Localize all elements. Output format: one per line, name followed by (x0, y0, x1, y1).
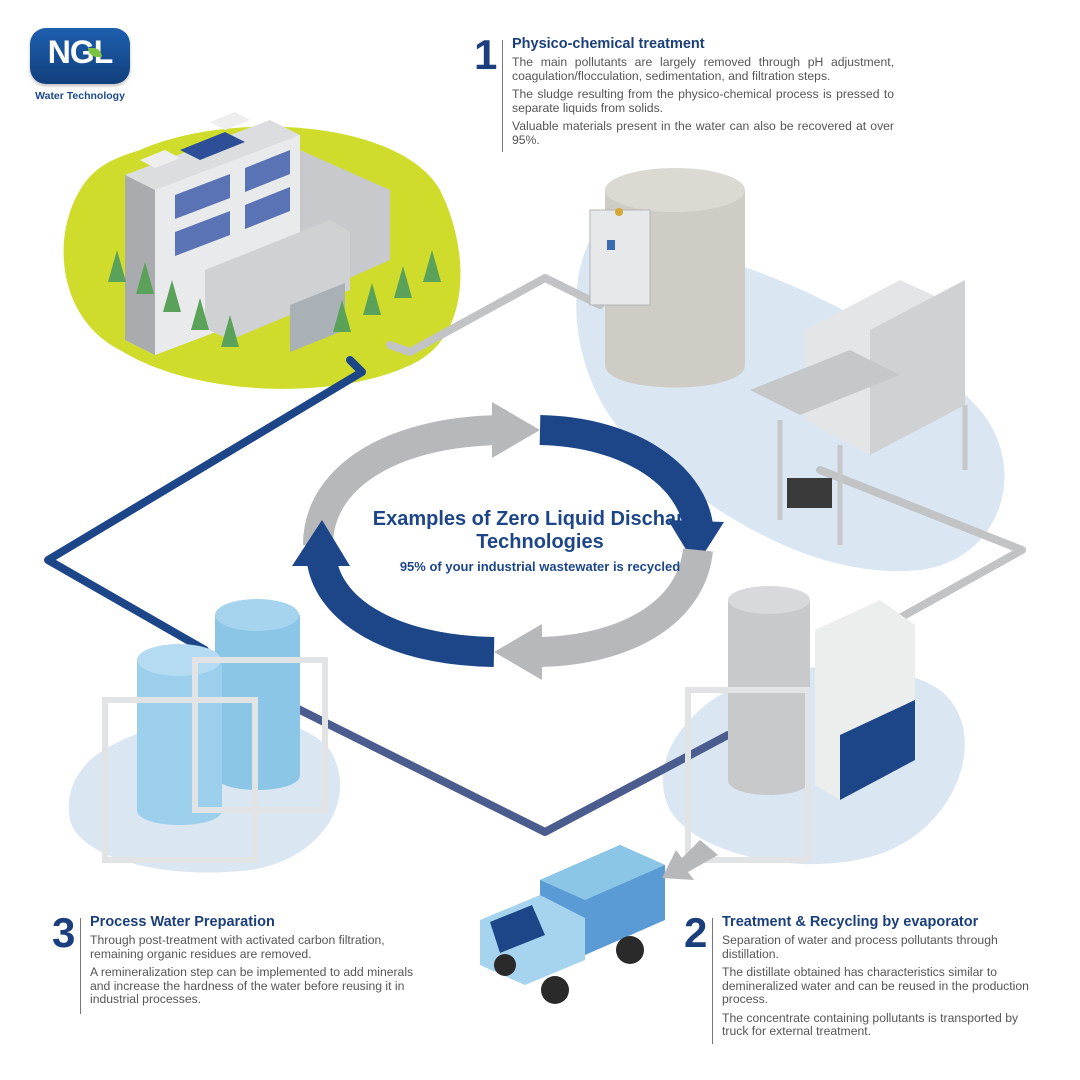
blue-arrow-bottom-left (307, 558, 495, 667)
treatment-tank (589, 168, 745, 388)
grey-arrowhead-bottom (494, 624, 542, 680)
water-tanks (102, 599, 328, 863)
grey-arrow-bottom-right (539, 547, 713, 667)
leaf-icon (88, 48, 102, 57)
grey-arrow-top-left (303, 415, 501, 546)
step-paragraph: Through post-treatment with activated ca… (90, 933, 385, 961)
grey-arrowhead-top (492, 402, 540, 458)
logo-tagline: Water Technology (35, 90, 125, 102)
step-number: 3 (52, 909, 76, 956)
blue-arrowhead-left (292, 520, 350, 566)
step-title: Physico-chemical treatment (512, 36, 705, 52)
blue-pipe-evaporator-to-tanks (286, 701, 732, 836)
step-divider (712, 918, 713, 1044)
blue-pipe-factory-to-tanks (44, 356, 366, 654)
truck (480, 845, 665, 1004)
step-number: 1 (474, 31, 498, 78)
blue-arrowhead-right (668, 520, 724, 566)
center-title: Examples of Zero Liquid Discharge Techno… (372, 508, 708, 553)
step-paragraph: The sludge resulting from the physico-ch… (512, 87, 894, 115)
center-subtitle: 95% of your industrial wastewater is rec… (399, 559, 681, 574)
grey-pipe-factory-to-treatment (386, 274, 604, 356)
step-paragraph: Separation of water and process pollutan… (722, 933, 998, 961)
cycle-center-label: Examples of Zero Liquid Discharge Techno… (350, 508, 730, 574)
grey-arrow-to-truck (662, 840, 718, 880)
step-paragraph: A remineralization step can be implement… (90, 965, 414, 1006)
blue-arrow-top-right (539, 415, 713, 529)
trees (108, 250, 441, 347)
step-divider (80, 918, 81, 1014)
step-paragraph: The distillate obtained has characterist… (722, 965, 1029, 1006)
step-number: 2 (684, 909, 708, 956)
grey-pipe-treatment-to-evaporator (816, 466, 1026, 644)
step-paragraph: Valuable materials present in the water … (512, 119, 894, 147)
step-title: Treatment & Recycling by evaporator (722, 914, 979, 930)
step-paragraph: The concentrate containing pollutants is… (722, 1010, 1019, 1038)
filter-press (750, 280, 968, 545)
evaporator-unit (685, 586, 915, 863)
ngl-logo: NGL Water Technology (30, 28, 130, 108)
logo-badge (30, 28, 130, 84)
evaporator-ground (662, 666, 965, 865)
logo-brand: NGL (47, 34, 114, 70)
step-divider (502, 40, 503, 152)
step-title: Process Water Preparation (90, 914, 275, 930)
factory-building (125, 112, 390, 355)
step-paragraph: The main pollutants are largely removed … (512, 55, 894, 83)
